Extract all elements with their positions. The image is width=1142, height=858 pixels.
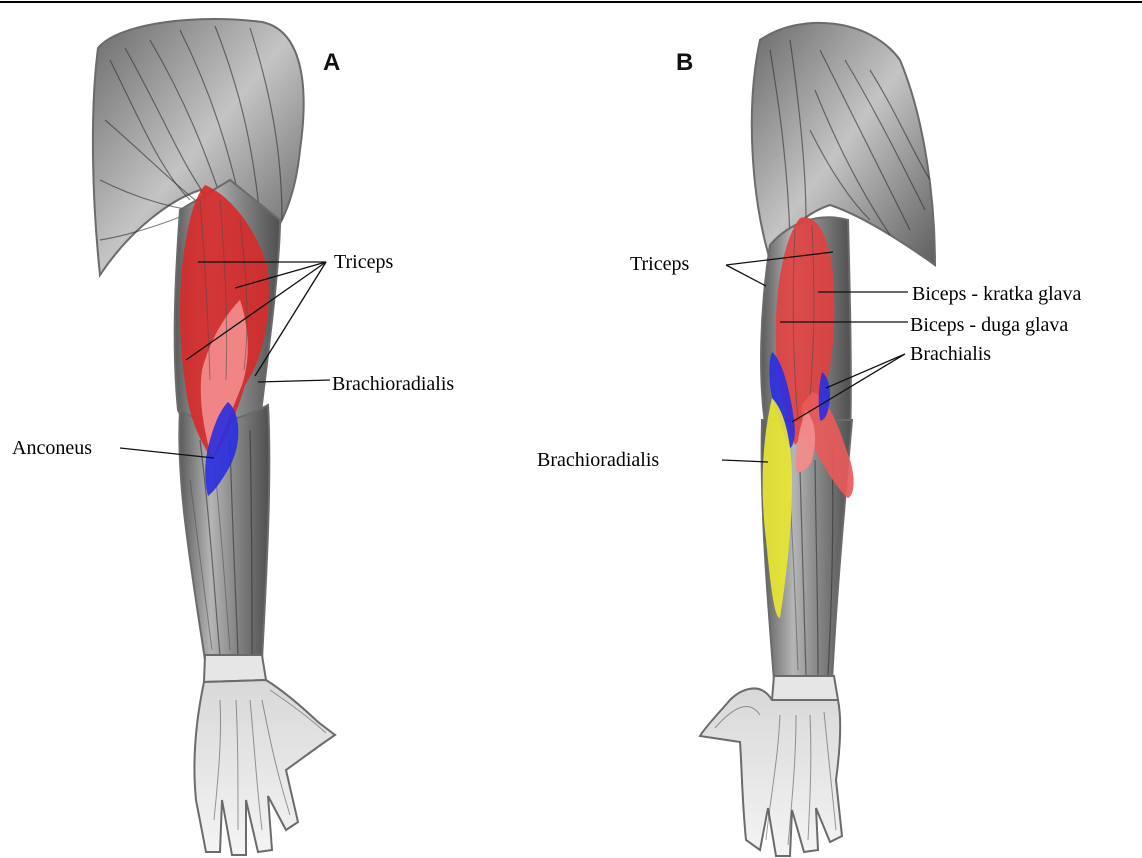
b-wrist xyxy=(772,676,838,700)
b-biceps-short-label: Biceps - kratka glava xyxy=(912,283,1081,305)
panel-a: A Triceps Brachioradialis Anconeus xyxy=(12,19,454,855)
b-triceps-label: Triceps xyxy=(630,253,689,275)
b-brachialis-label: Brachialis xyxy=(910,343,991,365)
panel-b: B Triceps Biceps - kratka glava Biceps -… xyxy=(537,23,1081,856)
b-brachioradialis-label: Brachioradialis xyxy=(537,449,659,471)
a-hand xyxy=(194,680,335,855)
panel-a-letter: A xyxy=(323,49,340,76)
a-anconeus-label: Anconeus xyxy=(12,437,92,459)
a-triceps-label: Triceps xyxy=(334,251,393,273)
panel-b-letter: B xyxy=(676,49,693,76)
b-biceps-long-label: Biceps - duga glava xyxy=(910,314,1068,336)
b-hand xyxy=(700,688,842,856)
a-brachioradialis-leader xyxy=(258,380,330,382)
a-wrist xyxy=(204,655,266,682)
a-brachioradialis-label: Brachioradialis xyxy=(332,373,454,395)
